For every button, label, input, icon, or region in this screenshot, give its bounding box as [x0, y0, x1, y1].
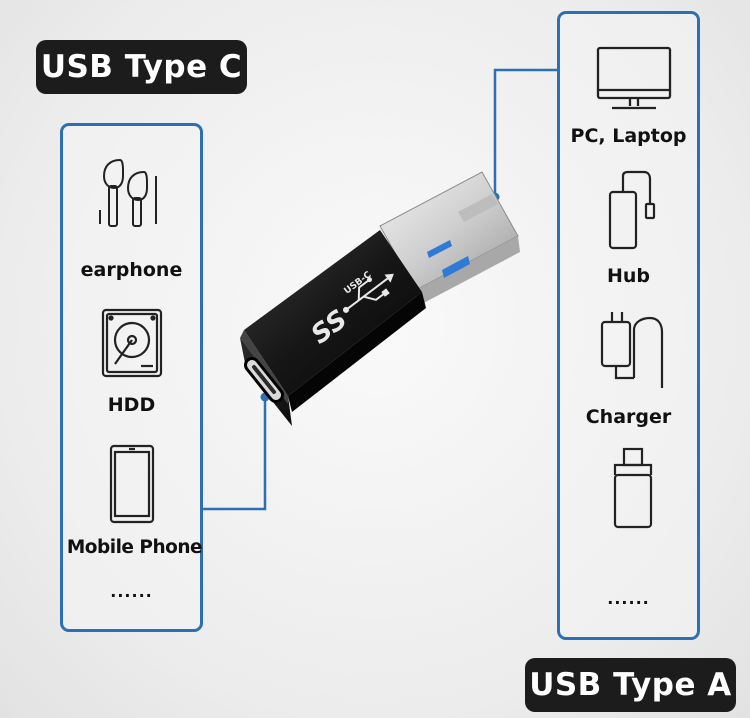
device-label-hdd: HDD: [107, 394, 156, 416]
device-label-earphone: earphone: [80, 259, 183, 281]
more-devices-ellipsis: ......: [607, 589, 650, 608]
device-label-pc-laptop: PC, Laptop: [570, 125, 687, 147]
usb-stick-icon: [613, 447, 653, 529]
mobile-phone-icon: [109, 444, 155, 524]
device-label-charger: Charger: [585, 406, 672, 428]
device-label-mobile-phone: Mobile Phone: [66, 537, 203, 558]
usb-c-to-usb-a-adapter: SS USB-C: [240, 171, 520, 426]
adapter-body: [240, 230, 426, 426]
usb-type-a-tag: USB Type A: [525, 658, 736, 712]
type-c-devices-panel: earphone HDD Mobile Phone ......: [60, 123, 203, 632]
hdd-icon: [101, 308, 163, 378]
usb-blue-tab: [427, 240, 452, 258]
type-a-devices-panel: PC, Laptop Hub Charger ......: [557, 11, 700, 640]
usb-type-c-tag: USB Type C: [36, 40, 247, 94]
more-devices-ellipsis: ......: [110, 582, 153, 601]
hub-icon: [608, 170, 656, 250]
monitor-icon: [596, 46, 672, 110]
usb-blue-tab: [442, 256, 470, 278]
charger-icon: [600, 312, 664, 388]
device-label-hub: Hub: [606, 265, 651, 287]
earphone-icon: [99, 159, 157, 227]
